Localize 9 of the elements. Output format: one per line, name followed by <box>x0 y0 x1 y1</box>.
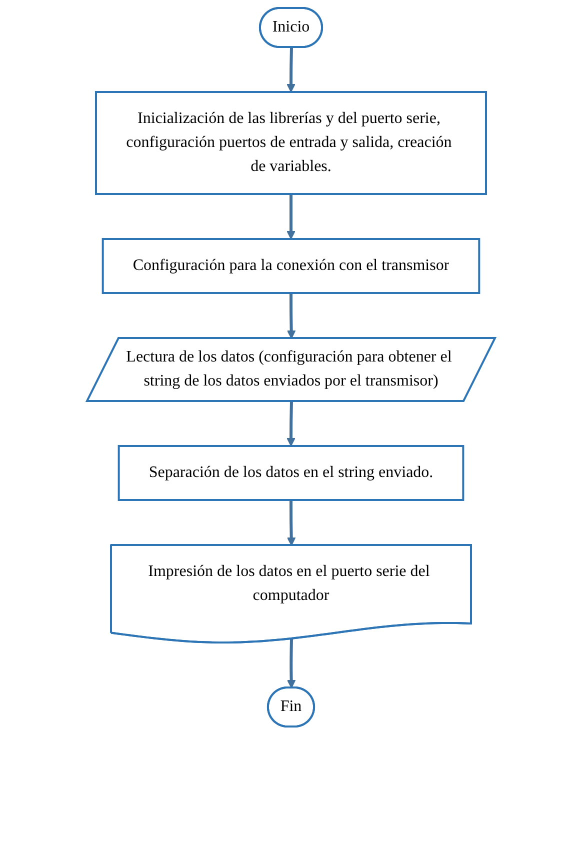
node-box: Configuración para la conexión con el transmisor <box>102 238 480 294</box>
node-box: Inicialización de las librerías y del puerto serie, configuración puertos de entrada y salida, creación de variables. <box>95 91 487 195</box>
arrow <box>286 638 296 688</box>
arrow <box>286 500 296 546</box>
arrow <box>286 194 296 240</box>
node-box: Separación de los datos en el string enviado. <box>118 445 464 501</box>
arrow <box>286 293 296 339</box>
arrow <box>286 47 296 92</box>
arrow <box>286 401 296 446</box>
